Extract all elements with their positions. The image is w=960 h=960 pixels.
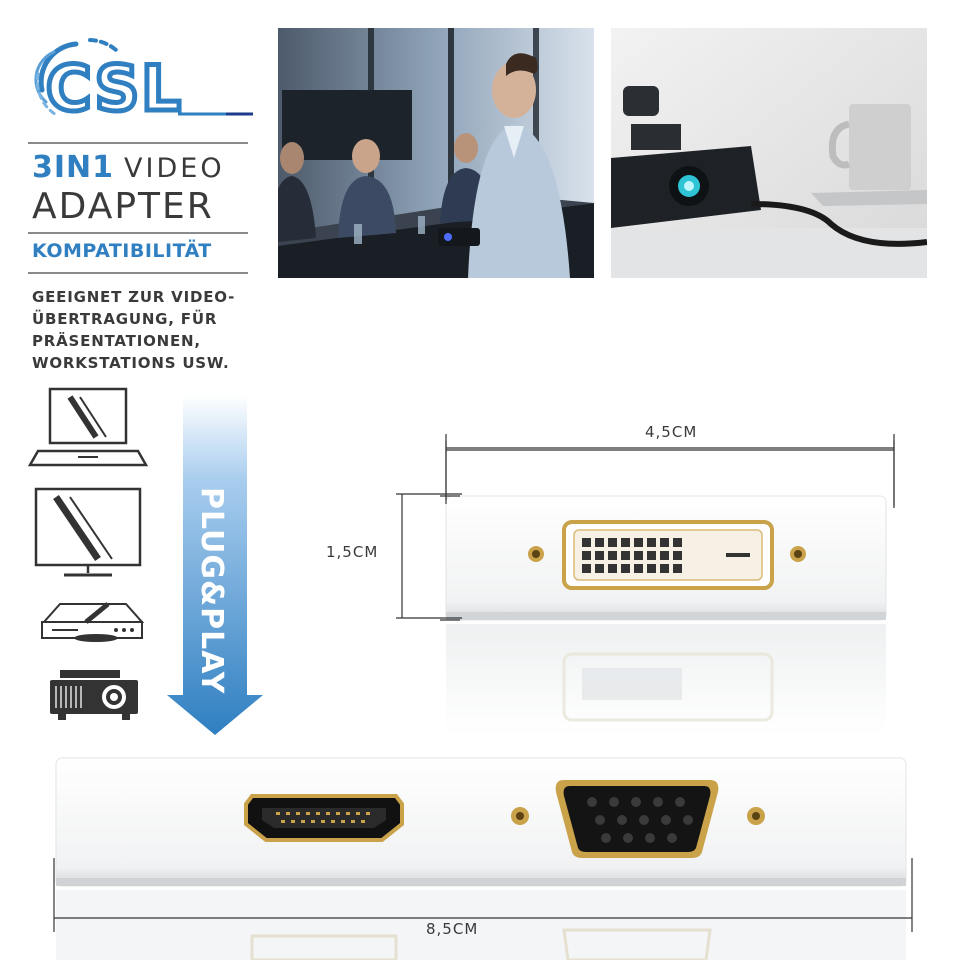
plug-and-play-label: PLUG&PLAY: [194, 487, 229, 695]
monitor-icon: [28, 485, 148, 577]
title-strong: 3IN1: [32, 150, 115, 185]
divider: [28, 272, 248, 274]
adapter-dvi-side: [392, 436, 900, 740]
description-line: PRÄSENTATIONEN,: [32, 332, 201, 350]
meeting-photo: [278, 28, 594, 278]
divider: [28, 142, 248, 144]
projector-icon: [48, 668, 168, 758]
adapter-hdmi-vga-side: [40, 740, 920, 960]
product-title: 3IN1 VIDEO: [32, 150, 252, 190]
description-line: ÜBERTRAGUNG, FÜR: [32, 310, 218, 328]
title-second-line: ADAPTER: [32, 186, 214, 227]
projector-photo: [611, 28, 927, 278]
dimension-width-bottom: 8,5CM: [426, 920, 479, 938]
laptop-icon: [27, 385, 149, 475]
dimension-width-top: 4,5CM: [645, 423, 698, 441]
subtitle-compatibility: KOMPATIBILITÄT: [32, 240, 212, 262]
logo-text: CSL: [46, 52, 183, 125]
title-light: VIDEO: [124, 153, 225, 184]
dvd-player-icon: [38, 598, 158, 688]
csl-logo: CSL: [28, 30, 271, 128]
width-dimension-line: [440, 430, 900, 510]
height-dimension-line: [396, 490, 466, 622]
description-line: WORKSTATIONS USW.: [32, 354, 230, 372]
plug-and-play-arrow: PLUG&PLAY: [165, 395, 265, 735]
divider: [28, 232, 248, 234]
dimension-height: 1,5CM: [326, 543, 379, 561]
description-line: GEEIGNET ZUR VIDEO-: [32, 288, 236, 306]
